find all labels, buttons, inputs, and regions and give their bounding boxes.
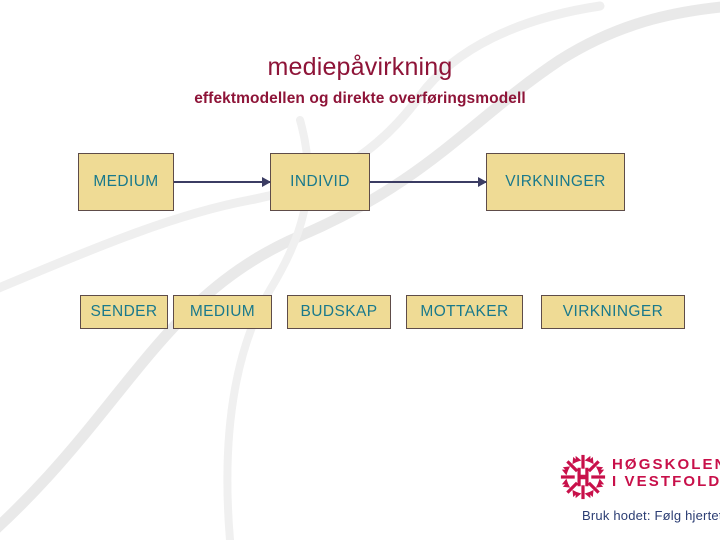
logo-line-2: I VESTFOLD [612,473,720,490]
arrow-shaft [174,181,270,183]
node-virkninger-row2[interactable]: VIRKNINGER [541,295,685,329]
node-individ-row1[interactable]: INDIVID [270,153,370,211]
node-medium-row2[interactable]: MEDIUM [173,295,272,329]
arrow-medium-to-individ [174,177,271,187]
logo-tagline: Bruk hodet: Følg hjertet [582,508,720,523]
arrow-individ-to-virkninger [370,177,487,187]
logo-wordmark: HØGSKOLEN I VESTFOLD [612,456,720,490]
node-medium-row1[interactable]: MEDIUM [78,153,174,211]
node-label: MOTTAKER [420,303,509,321]
node-label: SENDER [90,303,158,321]
page-subtitle: effektmodellen og direkte overføringsmod… [194,90,526,107]
node-budskap-row2[interactable]: BUDSKAP [287,295,391,329]
node-label: VIRKNINGER [505,173,606,191]
arrow-head-icon [478,177,487,187]
institution-logo: HØGSKOLEN I VESTFOLD Bruk hodet: Følg hj… [556,452,720,534]
node-label: INDIVID [290,173,350,191]
arrow-shaft [370,181,486,183]
logo-line-1: HØGSKOLEN [612,456,720,473]
title-block: mediepåvirkning effektmodellen og direkt… [0,52,720,110]
arrow-head-icon [262,177,271,187]
node-sender-row2[interactable]: SENDER [80,295,168,329]
node-mottaker-row2[interactable]: MOTTAKER [406,295,523,329]
node-label: MEDIUM [189,303,256,321]
node-label: BUDSKAP [300,303,378,321]
node-label: VIRKNINGER [562,303,664,321]
page-title: mediepåvirkning [267,53,453,81]
snowflake-h-logo-icon [560,454,606,500]
node-virkninger-row1[interactable]: VIRKNINGER [486,153,625,211]
node-label: MEDIUM [93,173,159,191]
